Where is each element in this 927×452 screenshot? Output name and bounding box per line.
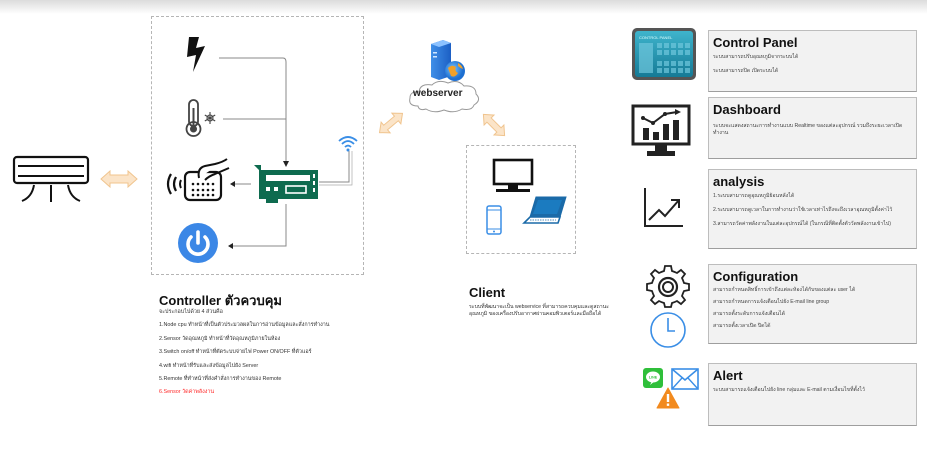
feature-line: สามารถกำหนดการแจ้งเตือนไปยัง E-mail line… [713, 299, 830, 305]
control-panel-icon: CONTROL PANEL [631, 27, 697, 81]
svg-text:CONTROL PANEL: CONTROL PANEL [639, 35, 673, 40]
feature-line: สามารถตั้งเวลาเปิด ปิดได้ [713, 323, 771, 329]
server-globe-icon [425, 38, 467, 82]
controller-intro: จะประกอบไปด้วย 4 ส่วนคือ [159, 309, 223, 315]
feature-card-control-panel: Control Panel ระบบสามารถปรับอุณหภูมิจากร… [708, 30, 917, 92]
line-app-icon: LINE [643, 368, 663, 388]
network-card-icon [252, 163, 322, 205]
email-envelope-icon [671, 368, 699, 390]
client-title: Client [469, 285, 506, 300]
air-conditioner-icon [12, 155, 90, 210]
controller-item-highlight: 6.Sensor วัดค่าพลังงาน [159, 389, 215, 396]
controller-item: 2.Sensor วัดอุณหภูมิ ทำหน้าที่วัดอุณหภูม… [159, 335, 281, 342]
warning-icon [656, 387, 680, 409]
clock-icon [648, 310, 688, 350]
wifi-icon [337, 134, 359, 152]
controller-connectors [151, 16, 366, 276]
dashboard-monitor-icon [631, 104, 691, 160]
feature-line: ระบบสามารถปรับอุณหภูมิจากระบบได้ [713, 54, 799, 60]
feature-line: 2.ระบบสามารถดูเวลาในการทำงานว่าใช้เวลาเท… [713, 207, 893, 213]
controller-item: 4.wifi ทำหน้าที่รับและส่งข้อมูลไปยัง Ser… [159, 362, 259, 369]
bidirectional-arrow-icon [376, 108, 406, 138]
bidirectional-arrow-icon [479, 110, 509, 140]
thermometer-snowflake-icon [184, 98, 220, 138]
controller-title: Controller ตัวควบคุม [159, 293, 282, 308]
trend-chart-icon [643, 186, 685, 228]
remote-hand-icon [163, 156, 233, 206]
controller-item: 1.Node cpu ทำหน้าที่เป็นตัวประมวลผลในการ… [159, 322, 330, 329]
webserver-cloud [406, 78, 482, 114]
feature-title: Control Panel [713, 35, 798, 50]
feature-line-highlight: 3.สามารถวัดค่าพลังงานในแต่ละอุปกรณ์ได้ (… [713, 221, 891, 227]
client-box [466, 145, 576, 254]
controller-box [151, 16, 364, 275]
lightning-icon [185, 35, 207, 73]
svg-text:LINE: LINE [649, 376, 658, 380]
smartphone-icon [486, 205, 502, 235]
feature-line: 1.ระบบสามารถดูอุณหภูมิย้อนหลังได้ [713, 193, 795, 199]
controller-item: 3.Switch on/off ทำหน้าที่ตัดระบบจ่ายไฟ P… [159, 349, 312, 356]
feature-line: สามารถกำหนดสิทธิ์การเข้าถึงแต่ละห้องได้ก… [713, 287, 856, 293]
power-button-icon [177, 222, 219, 264]
feature-line: สามารถตั้งระดับการแจ้งเตือนได้ [713, 311, 786, 317]
laptop-icon [522, 195, 568, 227]
controller-item: 5.Remote ที่ทำหน้าที่ส่งคำสั่งการทำงานขอ… [159, 376, 282, 383]
feature-card-analysis: analysis 1.ระบบสามารถดูอุณหภูมิย้อนหลังไ… [708, 169, 917, 249]
gear-icon [646, 265, 690, 309]
desktop-monitor-icon [492, 158, 534, 194]
feature-card-configuration: Configuration สามารถกำหนดสิทธิ์การเข้าถึ… [708, 264, 917, 344]
feature-title: Dashboard [713, 102, 781, 117]
client-description: ระบบที่พัฒนาจะเป็น webservice ที่สามารถค… [469, 304, 609, 317]
feature-card-alert: Alert ระบบสามารถแจ้งเตือนไปยัง line กลุ่… [708, 363, 917, 426]
webserver-label: webserver [413, 88, 463, 99]
feature-title: Configuration [713, 269, 799, 284]
bidirectional-arrow-icon [100, 170, 138, 188]
feature-card-dashboard: Dashboard ระบบจะแสดงสถานะการทำงานแบบ Rea… [708, 97, 917, 159]
controller-description: จะประกอบไปด้วย 4 ส่วนคือ 1.Node cpu ทำหน… [159, 306, 329, 400]
feature-line: ระบบสามารถแจ้งเตือนไปยัง line กลุ่มและ E… [713, 387, 865, 393]
feature-line: ระบบสามารถปิด เปิดระบบได้ [713, 68, 779, 74]
feature-title: analysis [713, 174, 765, 189]
feature-title: Alert [713, 368, 743, 383]
feature-line: ระบบจะแสดงสถานะการทำงานแบบ Realtime ของแ… [713, 123, 903, 136]
top-shadow-bar [0, 0, 927, 14]
